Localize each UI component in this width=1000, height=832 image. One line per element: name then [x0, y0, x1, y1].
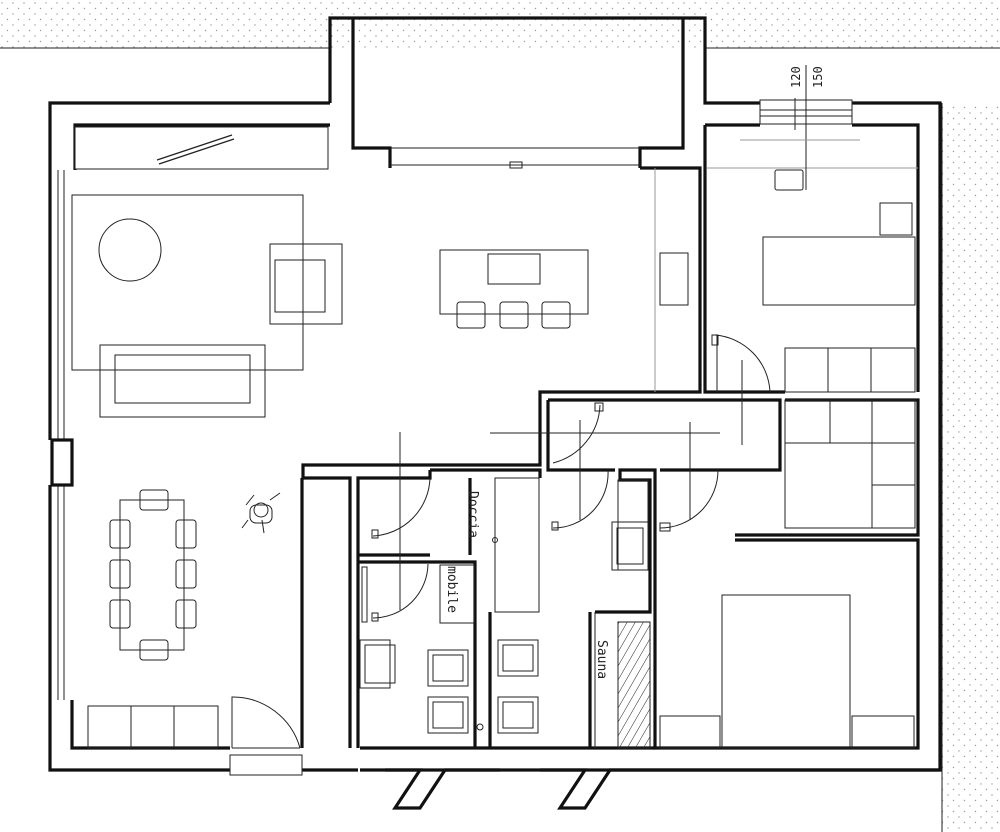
wardrobe-hall — [552, 399, 916, 529]
person-figure — [241, 492, 281, 534]
kitchen-island — [439, 249, 589, 329]
bathroom-west — [359, 477, 484, 734]
bedroom-north — [707, 99, 918, 393]
tv-unit — [659, 252, 689, 306]
sofa — [99, 344, 266, 418]
label-mobile: mobile — [444, 566, 459, 613]
dimension-120: 120 — [789, 66, 803, 88]
dining-table — [109, 489, 197, 661]
rug — [71, 194, 304, 371]
bench-west — [87, 705, 219, 749]
entrance-door — [229, 696, 303, 776]
armchair — [269, 243, 343, 325]
west-windows — [50, 170, 74, 700]
living-room — [71, 168, 689, 418]
dimension-lines — [399, 65, 860, 610]
dimension-150: 150 — [811, 66, 825, 88]
bathroom-center — [492, 469, 649, 734]
loggia — [74, 126, 640, 170]
round-table — [98, 218, 162, 282]
bedroom-south — [659, 469, 915, 749]
label-doccia: Doccia — [465, 491, 480, 538]
label-sauna: Sauna — [594, 640, 609, 679]
sauna — [594, 612, 651, 749]
